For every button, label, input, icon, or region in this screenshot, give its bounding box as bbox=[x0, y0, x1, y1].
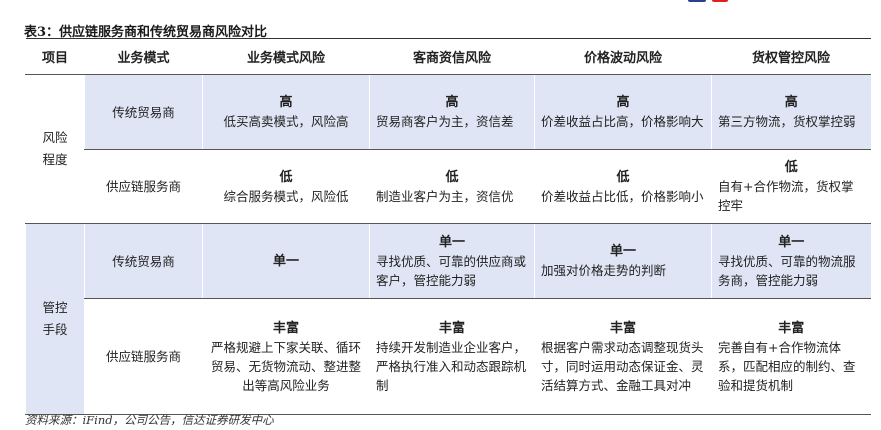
header-price-risk: 价格波动风险 bbox=[534, 38, 712, 75]
level-label: 高 bbox=[784, 95, 798, 110]
section-label: 管控手段 bbox=[42, 300, 68, 337]
risk-cell: 低自有+合作物流，货权掌控牢 bbox=[711, 149, 871, 224]
risk-cell: 高第三方物流，货权掌控弱 bbox=[711, 74, 871, 150]
level-label: 高 bbox=[279, 95, 293, 110]
risk-cell: 丰富严格规避上下家关联、循环贸易、无货物流动、整进整出等高风险业务 bbox=[202, 298, 370, 415]
description-text: 价差收益占比低，价格影响小 bbox=[541, 188, 704, 204]
risk-cell: 高贸易商客户为主，资信差 bbox=[369, 74, 535, 150]
risk-cell: 丰富完善自有+合作物流体系，匹配相应的制约、查验和提货机制 bbox=[711, 298, 871, 415]
comparison-table: 项目 业务模式 业务模式风险 客商资信风险 价格波动风险 货权管控风险 风险程度… bbox=[25, 38, 871, 415]
level-label: 高 bbox=[616, 95, 630, 110]
source-note: 资料来源：iFind，公司公告，信达证券研发中心 bbox=[25, 413, 274, 427]
header-mode-risk: 业务模式风险 bbox=[202, 38, 370, 75]
header-item: 项目 bbox=[25, 38, 85, 75]
level-label: 丰富 bbox=[609, 320, 636, 336]
description-text: 严格规避上下家关联、循环贸易、无货物流动、整进整出等高风险业务 bbox=[210, 339, 361, 393]
risk-cell: 丰富根据客户需求动态调整现货头寸，同时运用动态保证金、灵活结算方式、金融工具对冲 bbox=[534, 298, 712, 415]
header-cargo-risk: 货权管控风险 bbox=[711, 38, 871, 75]
level-label: 丰富 bbox=[438, 320, 465, 336]
table-title: 表3：供应链服务商和传统贸易商风险对比 bbox=[24, 25, 268, 40]
description-text: 低买高卖模式，风险高 bbox=[223, 114, 349, 129]
logo-fragment-blue bbox=[688, 0, 706, 2]
description-text: 贸易商客户为主，资信差 bbox=[376, 114, 514, 129]
level-label: 低 bbox=[279, 169, 293, 185]
description-text: 制造业客户为主，资信优 bbox=[376, 188, 514, 204]
risk-cell: 低综合服务模式，风险低 bbox=[202, 149, 370, 224]
mode-cell: 供应链服务商 bbox=[84, 149, 203, 224]
header-row: 项目 业务模式 业务模式风险 客商资信风险 价格波动风险 货权管控风险 bbox=[25, 38, 871, 75]
description-text: 价差收益占比高，价格影响大 bbox=[541, 114, 704, 129]
risk-cell: 低制造业客户为主，资信优 bbox=[369, 149, 535, 224]
risk-cell: 单一寻找优质、可靠的物流服务商，管控能力弱 bbox=[711, 223, 871, 299]
risk-cell: 高价差收益占比高，价格影响大 bbox=[534, 74, 712, 150]
level-label: 低 bbox=[445, 169, 459, 185]
mode-cell: 供应链服务商 bbox=[84, 298, 203, 415]
table-row: 供应链服务商丰富严格规避上下家关联、循环贸易、无货物流动、整进整出等高风险业务丰… bbox=[26, 298, 871, 415]
level-label: 高 bbox=[445, 95, 459, 110]
table-row: 风险程度传统贸易商高低买高卖模式，风险高高贸易商客户为主，资信差高价差收益占比高… bbox=[25, 74, 871, 224]
risk-cell: 单一 bbox=[202, 223, 370, 299]
level-label: 单一 bbox=[609, 244, 636, 259]
section-cell: 管控手段 bbox=[25, 223, 85, 415]
level-label: 丰富 bbox=[272, 320, 299, 336]
description-text: 综合服务模式，风险低 bbox=[223, 188, 349, 204]
mode-cell: 传统贸易商 bbox=[84, 223, 203, 299]
level-label: 单一 bbox=[778, 234, 805, 250]
section-label: 风险程度 bbox=[42, 130, 68, 167]
risk-cell: 丰富持续开发制造业企业客户，严格执行准入和动态跟踪机制 bbox=[369, 298, 535, 415]
level-label: 单一 bbox=[438, 234, 465, 250]
risk-cell: 单一寻找优质、可靠的供应商或客户，管控能力弱 bbox=[369, 223, 535, 299]
risk-cell: 低价差收益占比低，价格影响小 bbox=[534, 149, 712, 224]
description-text: 根据客户需求动态调整现货头寸，同时运用动态保证金、灵活结算方式、金融工具对冲 bbox=[541, 339, 704, 393]
level-label: 丰富 bbox=[778, 320, 805, 336]
description-text: 自有+合作物流，货权掌控牢 bbox=[718, 179, 854, 213]
header-credit-risk: 客商资信风险 bbox=[369, 38, 535, 75]
level-label: 低 bbox=[616, 169, 630, 185]
header-mode: 业务模式 bbox=[84, 38, 203, 75]
description-text: 完善自有+合作物流体系，匹配相应的制约、查验和提货机制 bbox=[718, 339, 856, 393]
level-label: 低 bbox=[784, 160, 798, 175]
risk-cell: 单一加强对价格走势的判断 bbox=[534, 223, 712, 299]
mode-cell: 传统贸易商 bbox=[84, 74, 203, 150]
level-label: 单一 bbox=[272, 253, 299, 269]
logo-fragment-red bbox=[712, 0, 728, 2]
section-cell: 风险程度 bbox=[25, 74, 85, 224]
description-text: 第三方物流，货权掌控弱 bbox=[718, 114, 856, 129]
risk-cell: 高低买高卖模式，风险高 bbox=[202, 74, 370, 150]
description-text: 加强对价格走势的判断 bbox=[541, 263, 667, 278]
description-text: 寻找优质、可靠的供应商或客户，管控能力弱 bbox=[376, 253, 527, 288]
description-text: 寻找优质、可靠的物流服务商，管控能力弱 bbox=[718, 253, 856, 288]
table-row: 管控手段传统贸易商单一单一寻找优质、可靠的供应商或客户，管控能力弱单一加强对价格… bbox=[25, 223, 871, 415]
description-text: 持续开发制造业企业客户，严格执行准入和动态跟踪机制 bbox=[376, 339, 527, 393]
table-row: 供应链服务商低综合服务模式，风险低低制造业客户为主，资信优低价差收益占比低，价格… bbox=[26, 149, 871, 224]
